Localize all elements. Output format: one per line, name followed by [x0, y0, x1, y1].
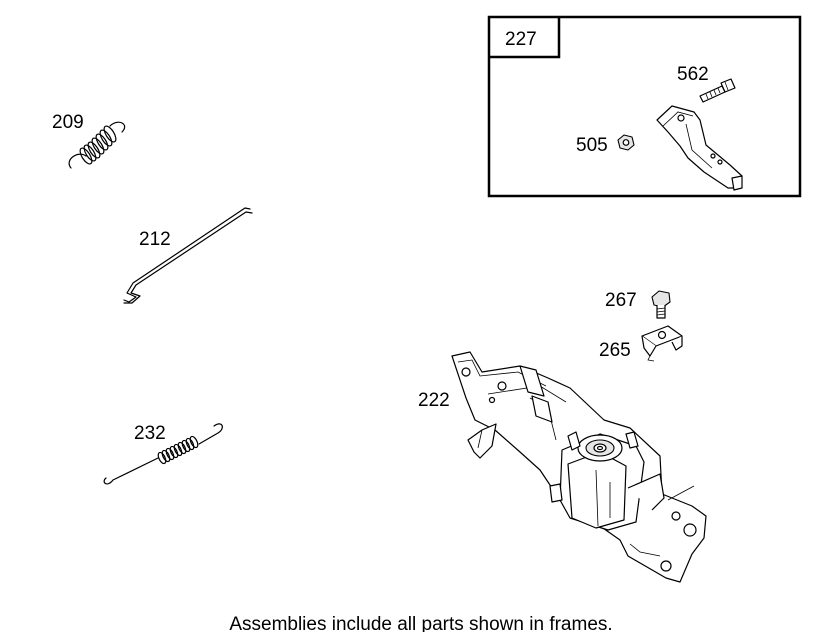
- part-label-562: 562: [677, 64, 709, 85]
- part-label-209: 209: [52, 112, 84, 133]
- part-label-222: 222: [418, 390, 450, 411]
- clamp-265-drawing[interactable]: [641, 325, 683, 362]
- rod-212-drawing[interactable]: [123, 207, 253, 304]
- spring-232-drawing[interactable]: [103, 423, 223, 485]
- screw-562-drawing[interactable]: [699, 78, 736, 103]
- nut-505-drawing[interactable]: [617, 134, 635, 151]
- part-label-265: 265: [599, 340, 631, 361]
- part-label-227: 227: [505, 29, 537, 50]
- diagram-caption: Assemblies include all parts shown in fr…: [229, 614, 612, 632]
- part-label-212: 212: [139, 229, 171, 250]
- part-label-267: 267: [605, 290, 637, 311]
- control-bracket-222-drawing[interactable]: [451, 351, 707, 583]
- governor-bracket-drawing[interactable]: [656, 105, 743, 191]
- bolt-267-drawing[interactable]: [651, 290, 671, 319]
- spring-209-drawing[interactable]: [68, 121, 126, 169]
- assembly-frame-227: [487, 15, 802, 198]
- part-label-232: 232: [134, 423, 166, 444]
- part-label-505: 505: [576, 135, 608, 156]
